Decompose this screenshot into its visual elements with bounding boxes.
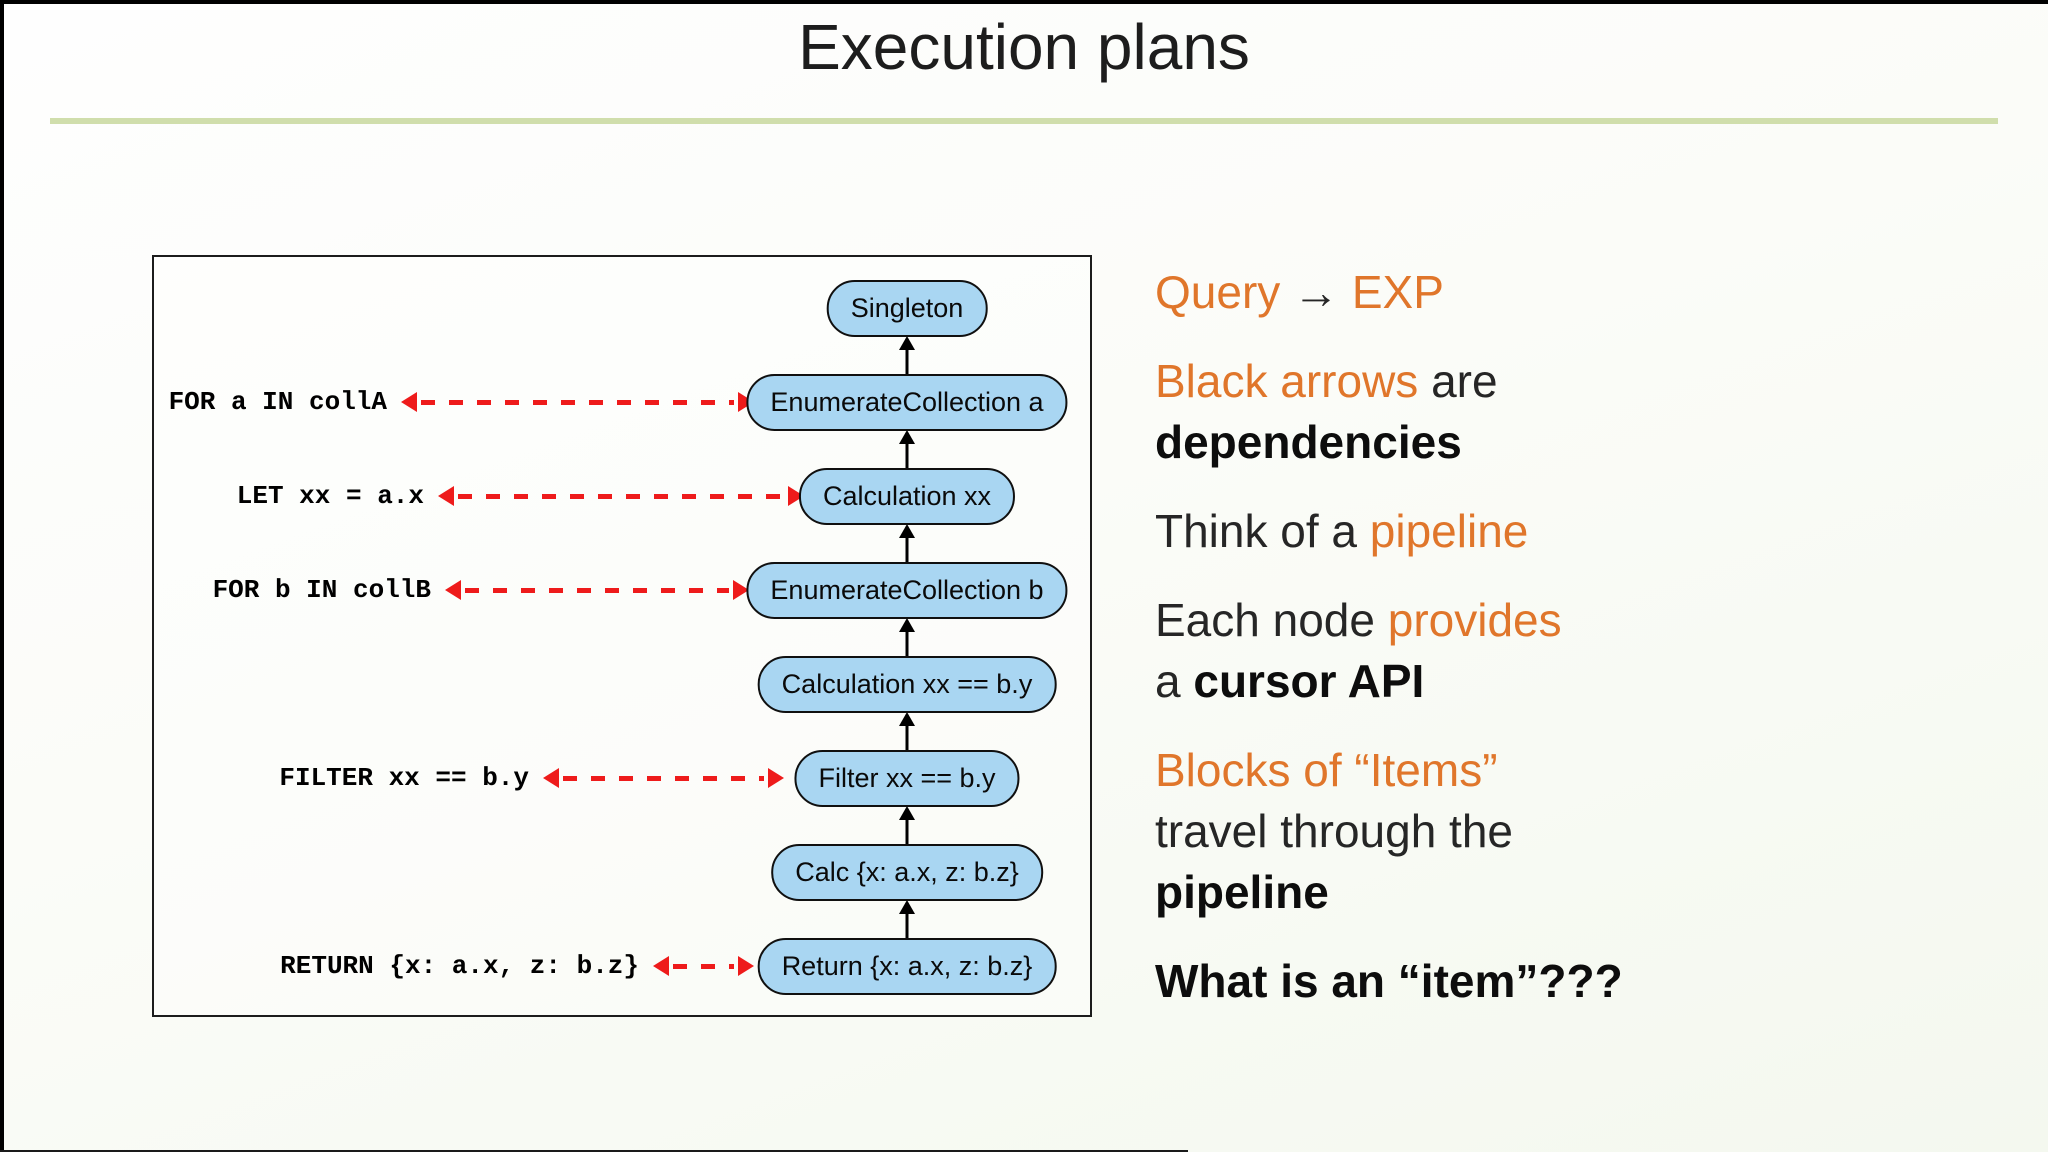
execution-plan-diagram: Singleton EnumerateCollection a Calculat… <box>152 255 1092 1017</box>
note-segment: Black arrows <box>1155 355 1419 407</box>
note-pipeline: Think of a pipeline <box>1155 501 1623 562</box>
mapping-arrow-icon <box>445 575 749 605</box>
note-cursor-api: Each node provides a cursor API <box>1155 590 1623 712</box>
dependency-arrow-icon <box>899 336 915 376</box>
dependency-arrow-icon <box>899 618 915 658</box>
plan-node-enumerate-collection-b: EnumerateCollection b <box>746 562 1068 619</box>
aql-code-row: FOR b IN collB <box>213 575 749 605</box>
note-segment: What is an “item”??? <box>1155 955 1623 1007</box>
aql-code-label: FILTER xx == b.y <box>279 763 529 793</box>
slide-title: Execution plans <box>798 11 1250 83</box>
note-segment: cursor API <box>1193 655 1425 707</box>
note-segment: EXP <box>1339 266 1444 318</box>
aql-code-row: FILTER xx == b.y <box>279 763 784 793</box>
dependency-arrow-icon <box>899 900 915 940</box>
note-line: pipeline <box>1155 862 1623 923</box>
note-segment: are <box>1418 355 1498 407</box>
note-segment: provides <box>1387 594 1562 646</box>
note-segment: → <box>1293 266 1340 318</box>
aql-code-label: FOR a IN collA <box>168 387 387 417</box>
note-what-is-item: What is an “item”??? <box>1155 951 1623 1012</box>
aql-code-label: FOR b IN collB <box>212 575 431 605</box>
note-line: Black arrows are <box>1155 351 1623 412</box>
frame-edge-left <box>0 0 4 1152</box>
note-black-arrows: Black arrows are dependencies <box>1155 351 1623 473</box>
note-segment: a <box>1155 655 1194 707</box>
mapping-arrow-icon <box>543 763 784 793</box>
note-query-exp: Query → EXP <box>1155 262 1623 323</box>
dependency-arrow-icon <box>899 430 915 470</box>
title-underline <box>50 118 1998 124</box>
aql-code-row: FOR a IN collA <box>169 387 754 417</box>
aql-code-label: RETURN {x: a.x, z: b.z} <box>280 951 639 981</box>
aql-code-label: LET xx = a.x <box>236 481 424 511</box>
note-segment: Blocks of “Items” <box>1155 744 1498 796</box>
note-segment: Think of a <box>1155 505 1370 557</box>
note-line: Each node provides <box>1155 590 1623 651</box>
note-line: Query → EXP <box>1155 262 1623 323</box>
dependency-arrow-icon <box>899 712 915 752</box>
plan-node-calc-object: Calc {x: a.x, z: b.z} <box>771 844 1043 901</box>
dependency-arrow-icon <box>899 524 915 564</box>
note-line: travel through the <box>1155 801 1623 862</box>
note-line: a cursor API <box>1155 651 1623 712</box>
note-segment: Each node <box>1155 594 1388 646</box>
frame-edge-bottom <box>0 1150 1188 1152</box>
plan-node-singleton: Singleton <box>826 280 988 337</box>
plan-node-filter: Filter xx == b.y <box>794 750 1020 807</box>
note-segment: Query <box>1155 266 1294 318</box>
note-segment: travel through the <box>1155 805 1514 857</box>
note-line: Blocks of “Items” <box>1155 740 1623 801</box>
aql-code-row: RETURN {x: a.x, z: b.z} <box>280 951 754 981</box>
note-blocks-of-items: Blocks of “Items” travel through the pip… <box>1155 740 1623 923</box>
aql-code-row: LET xx = a.x <box>237 481 804 511</box>
dependency-arrow-icon <box>899 806 915 846</box>
note-segment: dependencies <box>1155 416 1462 468</box>
mapping-arrow-icon <box>653 951 754 981</box>
plan-node-return: Return {x: a.x, z: b.z} <box>757 938 1057 995</box>
note-line: dependencies <box>1155 412 1623 473</box>
plan-node-enumerate-collection-a: EnumerateCollection a <box>746 374 1068 431</box>
note-line: What is an “item”??? <box>1155 951 1623 1012</box>
note-segment: pipeline <box>1369 505 1529 557</box>
note-line: Think of a pipeline <box>1155 501 1623 562</box>
plan-node-calculation-xx: Calculation xx <box>798 468 1016 525</box>
notes-column: Query → EXP Black arrows are dependencie… <box>1155 262 1623 1012</box>
frame-edge-top <box>0 0 2048 4</box>
mapping-arrow-icon <box>401 387 754 417</box>
mapping-arrow-icon <box>438 481 804 511</box>
plan-node-calculation-xx-eq-by: Calculation xx == b.y <box>757 656 1057 713</box>
note-segment: pipeline <box>1155 866 1329 918</box>
